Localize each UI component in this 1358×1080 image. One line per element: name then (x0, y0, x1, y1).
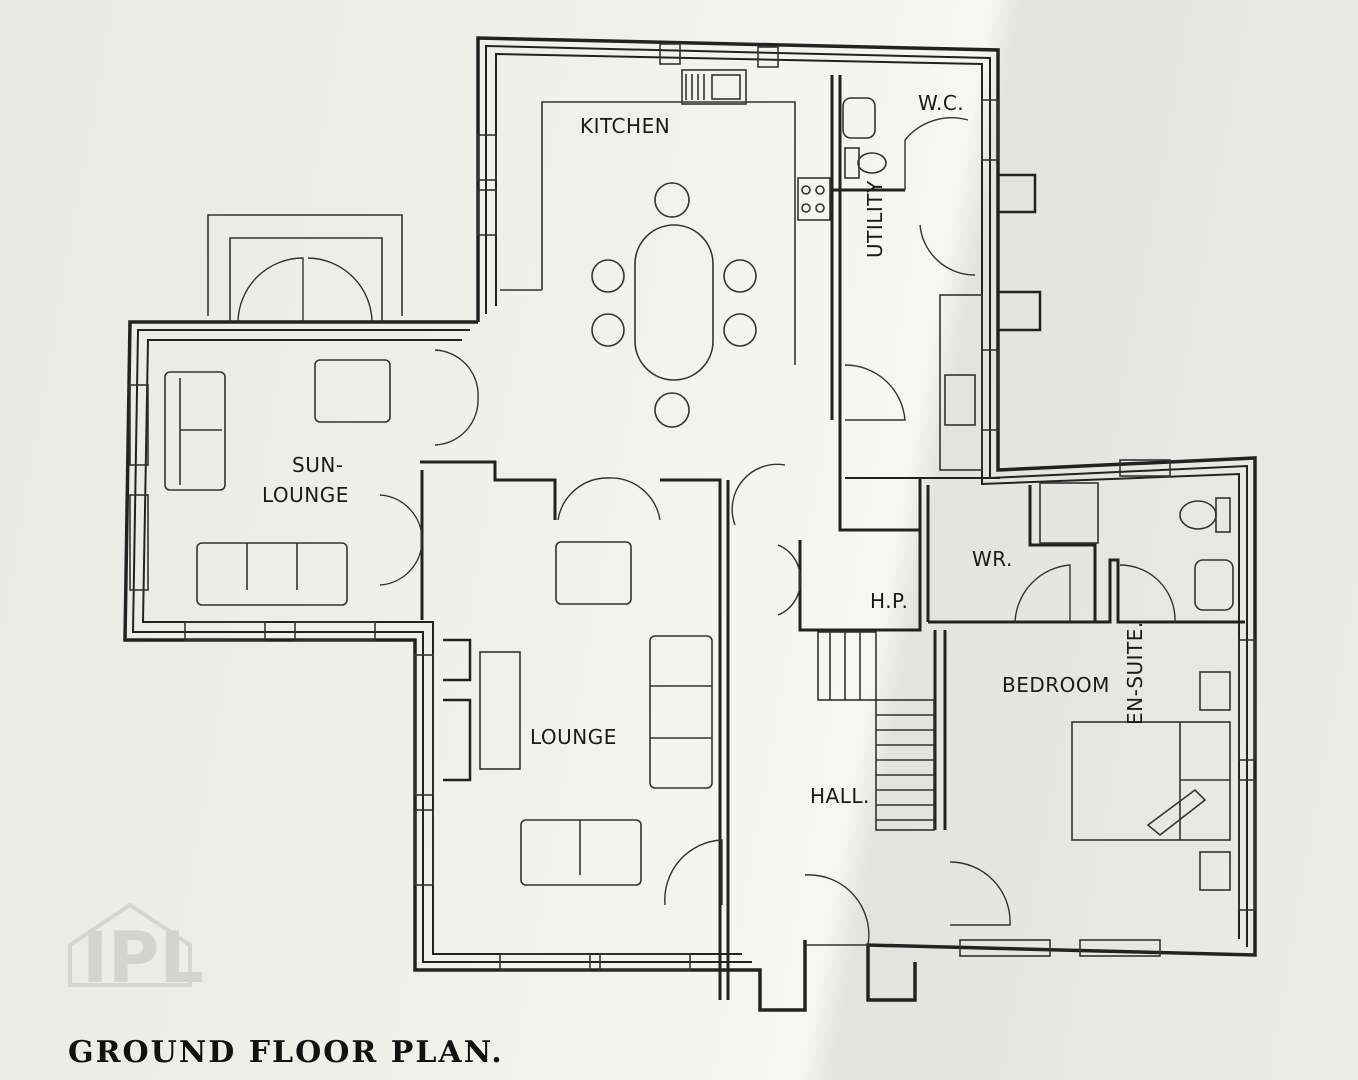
room-label-lounge: LOUNGE (530, 725, 617, 749)
room-label-bedroom: BEDROOM (1002, 673, 1110, 697)
room-label-sun-lounge-1: SUN- (292, 453, 344, 477)
wc-utility-fittings (842, 97, 983, 471)
room-label-wr: WR. (972, 547, 1013, 571)
room-label-utility: UTILITY (863, 180, 887, 258)
room-label-ensuite: EN-SUITE. (1123, 621, 1147, 725)
kitchen-fittings (500, 69, 831, 428)
room-label-hall: HALL. (810, 784, 870, 808)
watermark-logo: IPL (68, 902, 204, 999)
room-label-kitchen: KITCHEN (580, 114, 670, 138)
bedroom-fittings (949, 482, 1234, 926)
lounge-furniture (479, 463, 786, 906)
sun-lounge-furniture (164, 257, 479, 606)
room-label-hp: H.P. (870, 589, 908, 613)
room-label-sun-lounge-2: LOUNGE (262, 483, 349, 507)
hall-stairs (777, 544, 935, 946)
watermark-text: IPL (82, 917, 204, 999)
windows (129, 43, 1256, 971)
room-label-wc: W.C. (918, 91, 964, 115)
interior-walls (420, 75, 1245, 1000)
exterior-walls (123, 36, 1257, 1012)
plan-title: GROUND FLOOR PLAN. (68, 1035, 504, 1070)
